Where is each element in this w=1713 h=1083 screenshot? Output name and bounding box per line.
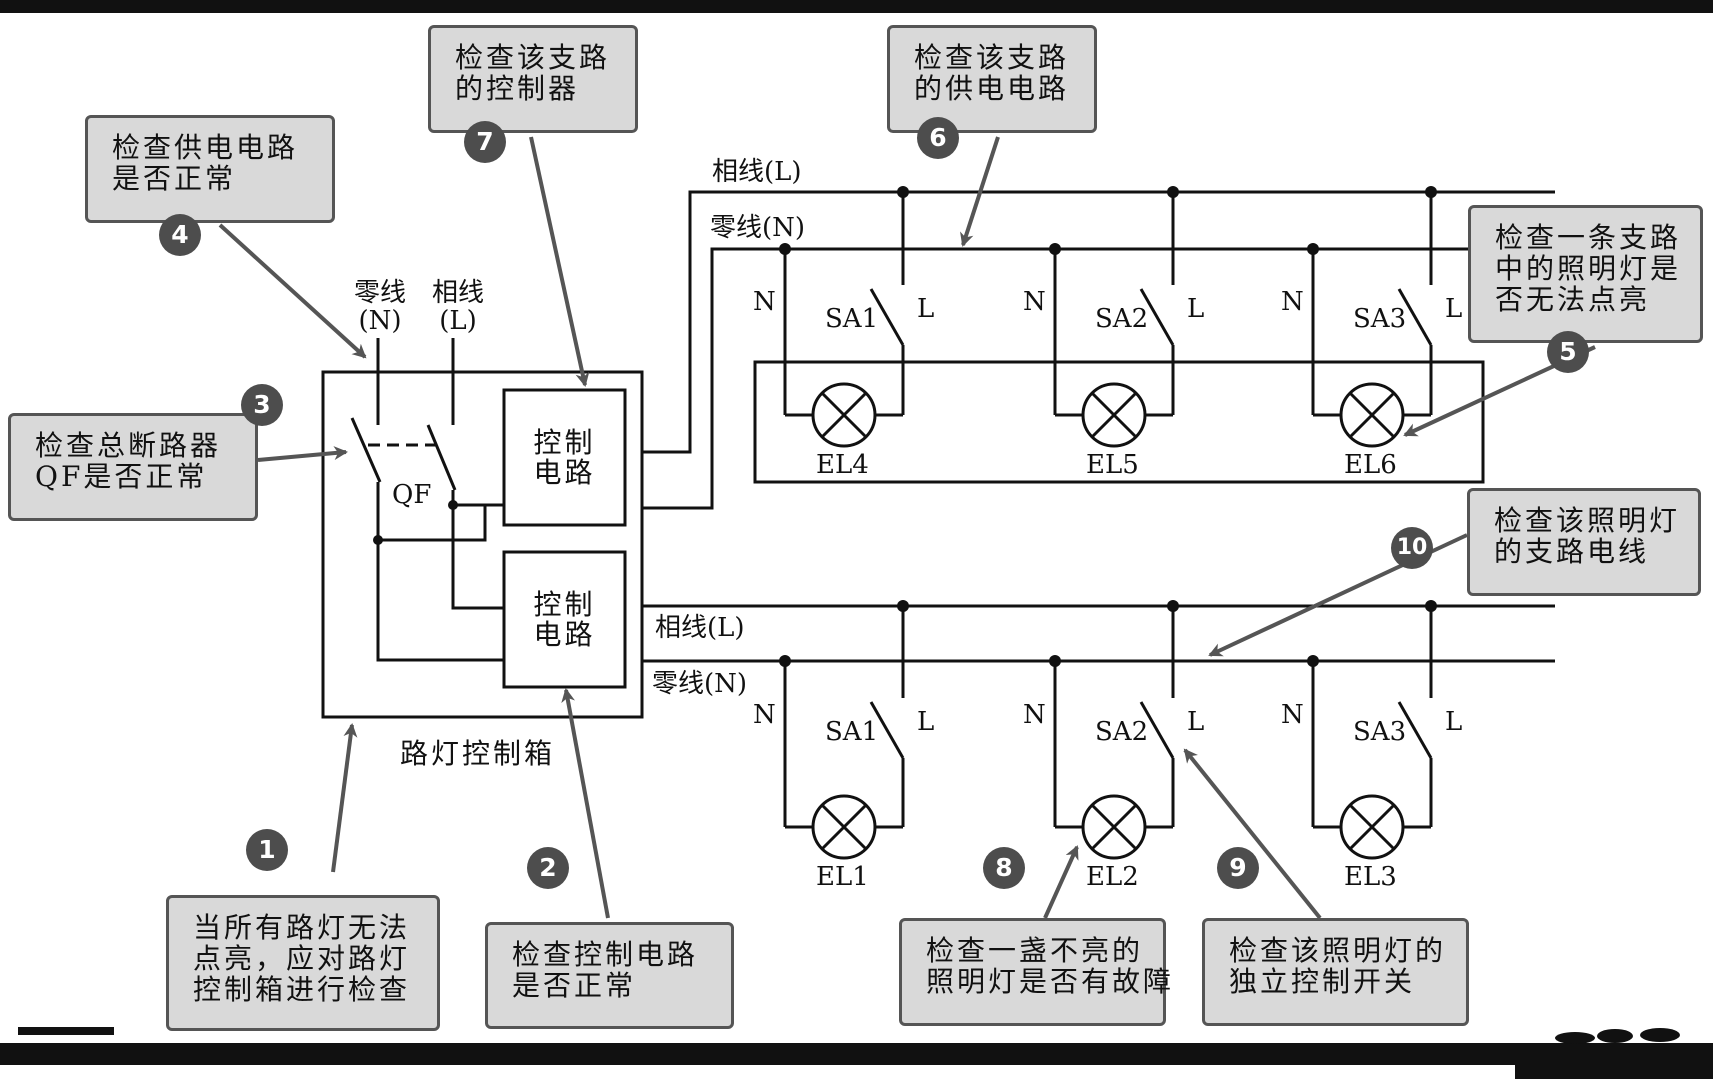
lower_row-branch-1 [783, 606, 905, 860]
callout-8: 检查一盏不亮的 照明灯是否有故障 [899, 918, 1171, 1026]
callout-number-badge: 4 [159, 214, 201, 256]
terminal-l-label: L [917, 294, 935, 324]
switch-label-sa2: SA2 [1095, 717, 1149, 747]
incoming-phase-label: 相线 (L) [431, 278, 484, 336]
callout-5: 检查一条支路 中的照明灯是 否无法点亮 [1468, 205, 1703, 343]
upper_row-branch-1 [783, 192, 905, 448]
lamp-el1 [811, 794, 877, 860]
arrow-3 [257, 446, 348, 462]
lower-phase-bus-label: 相线(L) [655, 613, 745, 643]
control-circuit-lower [502, 550, 627, 689]
switch-label-sa3: SA3 [1353, 304, 1407, 334]
lamp-el6 [1339, 382, 1405, 448]
bottom-left-mark [18, 1027, 114, 1035]
lamp-label-el1: EL1 [816, 862, 869, 892]
arrow-7 [529, 136, 590, 387]
control-box-title: 路灯控制箱 [400, 737, 556, 770]
terminal-n-label: N [1281, 287, 1304, 317]
switch-label-sa1: SA1 [825, 717, 879, 747]
callout-number-badge: 6 [917, 117, 959, 159]
callout-6: 检查该支路 的供电电路 [887, 25, 1097, 133]
ink-blots [1555, 1028, 1680, 1044]
upper-phase-bus-label: 相线(L) [712, 157, 802, 187]
callout-number-badge: 10 [1391, 527, 1433, 569]
lamp-el2 [1081, 794, 1147, 860]
control-circuit-upper-label: 控制 电路 [533, 426, 596, 489]
callout-number-badge: 9 [1217, 847, 1259, 889]
terminal-l-label: L [1445, 294, 1463, 324]
breaker-qf-blade-l [426, 424, 457, 491]
callout-10: 检查该照明灯 的支路电线 [1467, 488, 1701, 596]
switch-sa2 [1139, 288, 1175, 346]
callout-7: 检查该支路 的控制器 [428, 25, 638, 133]
lamp-label-el3: EL3 [1344, 862, 1397, 892]
callout-number-badge: 2 [527, 847, 569, 889]
callout-number-badge: 8 [983, 847, 1025, 889]
callout-3: 检查总断路器 QF是否正常 [8, 413, 258, 521]
callout-1: 当所有路灯无法 点亮，应对路灯 控制箱进行检查 [166, 895, 440, 1031]
terminal-l-label: L [1445, 707, 1463, 737]
upper-branch-enclosure [753, 360, 1485, 484]
arrow-8 [1043, 845, 1079, 919]
bottom-frame-bar [0, 1043, 1713, 1065]
control-box-frame [321, 370, 644, 719]
switch-sa1 [869, 701, 905, 759]
control-circuit-lower-label: 控制 电路 [533, 588, 596, 651]
terminal-n-label: N [753, 287, 776, 317]
lower-neutral-bus-label: 零线(N) [652, 669, 748, 699]
terminal-l-label: L [1187, 707, 1205, 737]
switch-label-sa2: SA2 [1095, 304, 1149, 334]
upper_row-branch-2 [1053, 192, 1175, 448]
upper_row-branch-3 [1311, 192, 1433, 448]
arrow-4 [218, 223, 367, 359]
terminal-n-label: N [1023, 700, 1046, 730]
lamp-el3 [1339, 794, 1405, 860]
switch-sa2 [1139, 701, 1175, 759]
lower-branch [779, 600, 1437, 860]
incoming-neutral-label: 零线 (N) [353, 278, 406, 336]
switch-sa1 [869, 288, 905, 346]
lamp-label-el2: EL2 [1086, 862, 1139, 892]
upper-neutral-bus-label: 零线(N) [710, 213, 806, 243]
lamp-label-el5: EL5 [1086, 450, 1139, 480]
switch-label-sa3: SA3 [1353, 717, 1407, 747]
control-circuit-upper [502, 388, 627, 527]
lamp-el5 [1081, 382, 1147, 448]
breaker-qf-blade-n [350, 417, 382, 483]
arrow-2 [561, 688, 610, 919]
lamp-label-el4: EL4 [816, 450, 869, 480]
callout-number-badge: 3 [241, 384, 283, 426]
upper-branch [779, 186, 1437, 448]
arrow-9 [1183, 748, 1322, 920]
terminal-n-label: N [1281, 700, 1304, 730]
terminal-l-label: L [917, 707, 935, 737]
terminal-l-label: L [1187, 294, 1205, 324]
callout-2: 检查控制电路 是否正常 [485, 922, 734, 1029]
lamp-label-el6: EL6 [1344, 450, 1397, 480]
top-frame-bar [0, 0, 1713, 13]
breaker-qf-label: QF [392, 480, 432, 510]
arrow-1 [331, 723, 358, 873]
callout-number-badge: 5 [1547, 331, 1589, 373]
lamp-el4 [811, 382, 877, 448]
switch-sa3 [1397, 288, 1433, 346]
callout-9: 检查该照明灯的 独立控制开关 [1202, 918, 1469, 1026]
callout-4: 检查供电电路 是否正常 [85, 115, 335, 223]
lower_row-branch-2 [1053, 606, 1175, 860]
callout-number-badge: 7 [464, 121, 506, 163]
arrow-6 [960, 136, 1000, 247]
switch-sa3 [1397, 701, 1433, 759]
callout-number-badge: 1 [246, 829, 288, 871]
bottom-right-mark [1515, 1063, 1713, 1079]
switch-label-sa1: SA1 [825, 304, 879, 334]
terminal-n-label: N [1023, 287, 1046, 317]
lower_row-branch-3 [1311, 606, 1433, 860]
terminal-n-label: N [753, 700, 776, 730]
